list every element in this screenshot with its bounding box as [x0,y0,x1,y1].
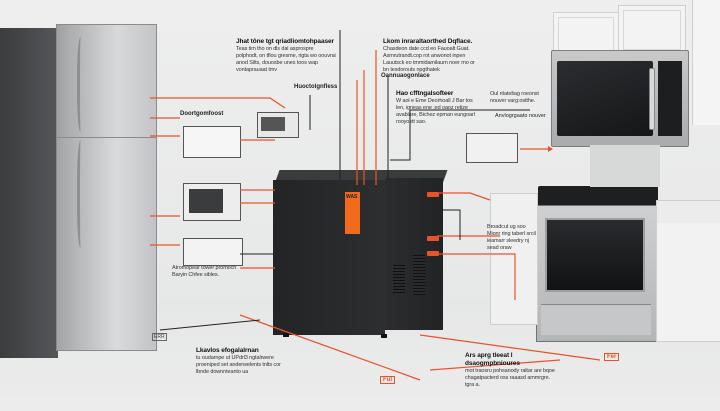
callout-mid-left: Atromopear tower promoch Baryin Chfee si… [172,265,252,279]
line-right-1 [437,209,461,240]
callout-mid-center-body: W aol e Eme Deorhoall J Bar tos len, ign… [396,98,475,125]
wire-floor-3 [429,359,561,371]
callout-bottom-left-heading: Lkavlos efogalalrnan [196,347,259,354]
vent-grille-1 [393,265,405,295]
wire-right-1 [437,192,491,201]
callout-right-side: Broadcut ug soo Mionr ring taberl srcil … [487,224,537,252]
wire-floor-2 [419,334,601,361]
connector-3 [427,251,439,256]
callout-top-left-heading: Jhat tône tgt qriadliomtohpaaser [236,38,334,45]
wire-right-3 [437,253,516,300]
base-cabinet-right [656,200,720,342]
wire-fridge-1 [150,97,286,109]
thumb-oven-panel [183,238,243,266]
oven-drawer [541,304,651,335]
thumb-microwave-1 [257,112,299,138]
refrigerator-top-door [56,24,157,138]
callout-right-side-body: Broadcut ug soo Mionr ring taberl srcil … [487,224,536,251]
callout-top-left: Jhat tône tgt qriadliomtohpaaser Teas ti… [236,38,336,74]
vent-grille-2 [413,255,425,295]
connector-2 [427,236,439,241]
marker-bottom-center: Ful [380,376,395,384]
line-floor [159,319,261,331]
wire-floor-1 [239,314,421,381]
callout-top-center-heading: Lkom inraraltaorthed Dqflace. [383,38,473,45]
callout-bottom-left: Lkavlos efogalalrnan tu oudarnpe ut UPdr… [196,347,281,376]
refrigerator-handle-bottom [77,140,86,248]
oven-window [545,218,645,292]
marker-left-text: ERR [154,334,165,340]
callout-mid-center-heading: Hao cfftngalsofteer [396,90,454,97]
thumb-microwave-2-window [189,189,223,213]
power-cabinet-front [273,180,385,335]
microwave-window [557,61,653,136]
callout-top-center: Lkom inraraltaorthed Dqflace. Chasdeon d… [383,38,478,74]
marker-bottom-center-text: Ful [383,377,392,383]
callout-bottom-center-body: mot traosru pohsanody raltar are bqoe ch… [465,368,555,388]
power-cabinet: WAS [273,170,448,338]
callout-mid-center: Hao cfftngalsofteer W aol e Eme Deorhoal… [396,90,481,126]
callout-top-left-body: Teas tim tho on dls dal asprospre polpho… [236,46,336,73]
microwave-keypad [658,61,682,136]
warning-label: WAS [345,192,360,234]
arrow-right [548,146,553,152]
thumb-microwave-1-window [261,117,285,131]
line-mid [390,109,530,161]
callout-bottom-center: Ars aprg tleeat l dsaogmpbnioures mot tr… [465,352,555,389]
callout-top-center-body: Chasdeon date ccd eo Fauoalt Guat. Asmru… [383,46,475,73]
callout-bottom-center-heading: Ars aprg tleeat l dsaogmpbnioures [465,352,520,367]
callout-mid-right: Oul ritateltag roeonst nouver varg:ostth… [490,91,550,105]
backsplash-wall [590,145,660,187]
refrigerator [0,22,157,358]
thumb-microwave-2 [183,183,241,221]
thumb-range-hood [183,126,241,158]
marker-bottom-right: Fer [604,353,620,361]
marker-left: ERR [152,333,167,341]
microwave-handle [649,68,655,130]
over-range-microwave [551,50,689,147]
cabinet-foot-left [283,333,289,337]
label-doortgomfoost: Doortgomfoost [180,111,224,117]
marker-bottom-right-text: Fer [607,354,617,360]
refrigerator-handle-top [77,37,86,132]
warning-label-text: WAS [346,194,358,200]
range-cooktop [538,186,658,208]
cabinet-foot-right [381,334,387,338]
callout-bottom-left-body: tu oudarnpe ut UPdrl3 ngtalrwere proenip… [196,355,281,375]
range-oven [536,205,658,342]
thumb-microwave-3 [466,133,518,163]
callout-mid-right-body: Oul ritateltag roeonst nouver varg:ostth… [490,91,539,104]
refrigerator-side [0,28,58,358]
label-anvlogrgaati: Anvlogrgaato nouver [495,113,546,119]
callout-mid-left-body: Atromopear tower promoch Baryin Chfee si… [172,265,237,278]
upper-cabinet-right [692,0,720,125]
label-hood: Huoctolgnfless [294,84,338,90]
base-cabinet-left [490,193,538,325]
connector-1 [427,192,439,197]
label-overlo: Oannuaogonlace [381,73,430,79]
refrigerator-bottom-door [56,137,157,351]
